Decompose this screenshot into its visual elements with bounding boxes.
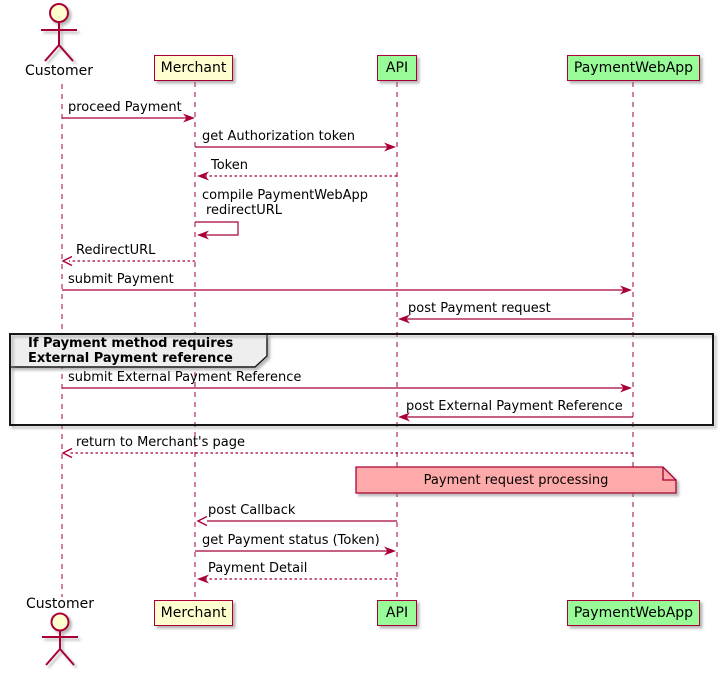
msg-label-submit-external-payment-reference: submit External Payment Reference — [68, 370, 302, 385]
participant-api-top: API — [377, 55, 417, 81]
msg-arrow-post-callback — [196, 515, 397, 527]
msg-label-payment-detail: Payment Detail — [208, 561, 308, 576]
msg-label-post-external-payment-reference: post External Payment Reference — [406, 399, 623, 414]
alt-group-title-line2: External Payment reference — [28, 351, 233, 366]
msg-label-get-authorization-token: get Authorization token — [202, 129, 356, 144]
msg-arrow-payment-detail — [197, 574, 397, 584]
note-payment-request-processing: Payment request processing — [423, 473, 609, 488]
msg-label-get-payment-status: get Payment status (Token) — [202, 533, 380, 548]
msg-arrow-redirecturl — [61, 255, 195, 267]
customer-actor-icon-bottom — [42, 612, 78, 666]
msg-label-compile-paymentwebapp: compile PaymentWebApp — [202, 188, 369, 203]
msg-label-token: Token — [211, 158, 248, 173]
participant-paymentwebapp-top: PaymentWebApp — [567, 55, 700, 81]
msg-arrow-compile-redirecturl-self — [195, 221, 239, 240]
msg-arrow-proceed-payment — [62, 113, 195, 123]
msg-label-submit-payment: submit Payment — [68, 272, 174, 287]
msg-label-return-to-merchants-page: return to Merchant's page — [76, 435, 245, 450]
alt-group-title-line1: If Payment method requires — [28, 336, 234, 351]
msg-label-redirecturl-line2: redirectURL — [206, 203, 283, 218]
customer-actor-icon-top — [41, 3, 77, 62]
msg-arrow-token — [197, 171, 397, 181]
msg-label-redirecturl: RedirectURL — [76, 243, 156, 258]
participant-merchant-top: Merchant — [154, 55, 233, 81]
msg-arrow-get-payment-status — [195, 546, 396, 556]
msg-arrow-get-authorization-token — [195, 142, 396, 152]
msg-label-post-payment-request: post Payment request — [408, 301, 551, 316]
note-shape — [355, 466, 677, 494]
participant-merchant-bottom: Merchant — [154, 600, 233, 626]
msg-arrow-post-payment-request — [398, 314, 633, 324]
msg-arrow-return-to-merchants-page — [61, 447, 633, 459]
participant-api-bottom: API — [377, 600, 417, 626]
actor-label-customer-top: Customer — [24, 63, 93, 79]
msg-arrow-submit-external-payment-reference — [62, 383, 632, 393]
alt-group-frame — [9, 333, 714, 426]
msg-arrow-post-external-payment-reference — [398, 412, 633, 422]
msg-arrow-submit-payment — [62, 285, 632, 295]
participant-paymentwebapp-bottom: PaymentWebApp — [567, 600, 700, 626]
msg-label-proceed-payment: proceed Payment — [68, 100, 182, 115]
msg-label-post-callback: post Callback — [208, 503, 296, 518]
actor-label-customer-bottom: Customer — [25, 596, 94, 612]
